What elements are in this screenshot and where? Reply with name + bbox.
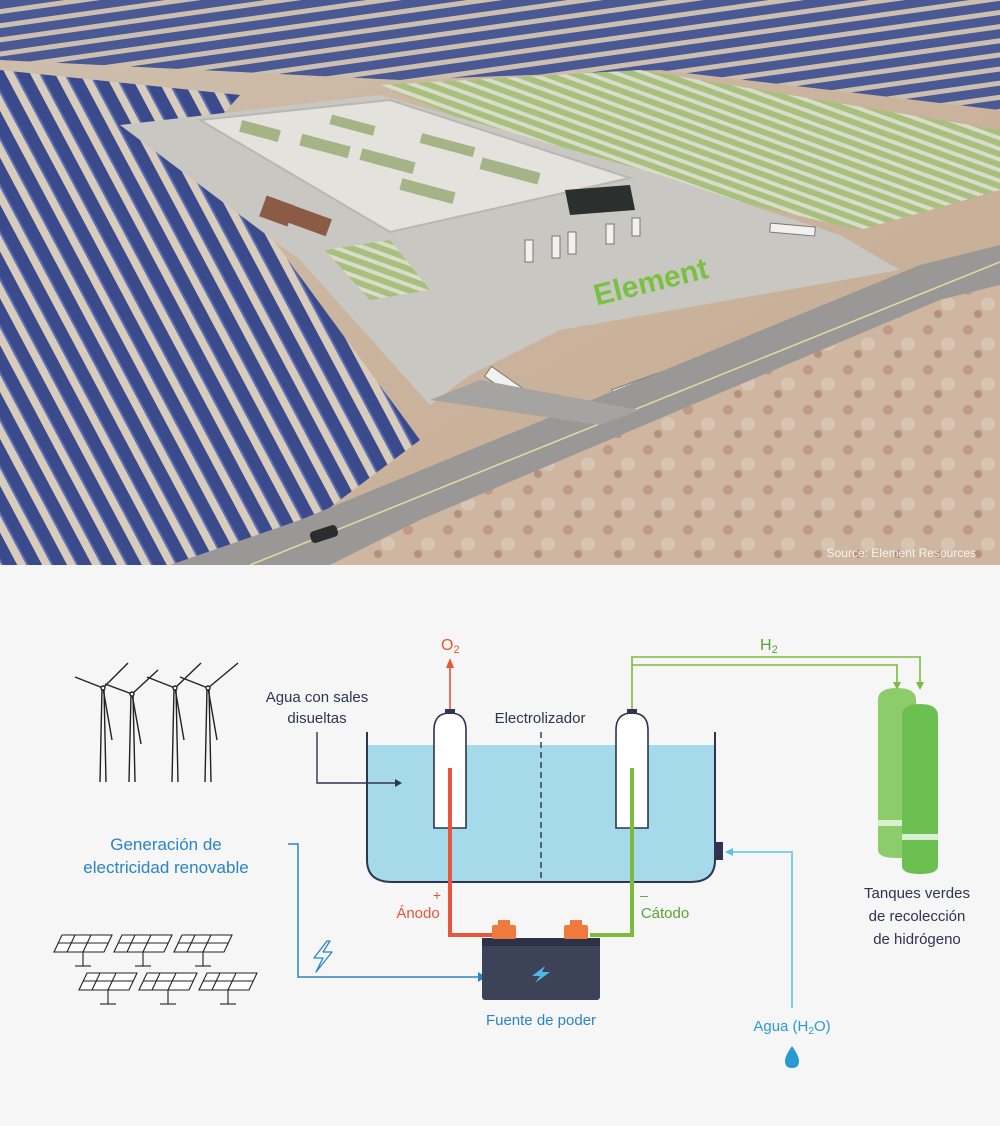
water-label: Agua (H2O) (753, 1018, 830, 1037)
hydrogen-label: H2 (760, 637, 778, 656)
cathode-sign: – (640, 887, 648, 903)
tanks-label-line3: de hidrógeno (873, 931, 961, 948)
renewable-generation-label-line1: Generación de (110, 835, 222, 854)
water-inlet-line (732, 851, 793, 1008)
solar-panels-icon (53, 934, 258, 1005)
electrolysis-diagram: Generación de electricidad renovable Ele… (0, 565, 1000, 1126)
anode-wire (448, 768, 492, 937)
aerial-render-photo: Element Source: Element Resources (0, 0, 1000, 565)
saltwater-label-line2: disueltas (287, 710, 346, 727)
tanks-label-line2: de recolección (869, 908, 966, 925)
water-drop-icon (785, 1046, 799, 1068)
oxygen-label: O2 (441, 637, 460, 656)
tanks-label-line1: Tanques verdes (864, 885, 970, 902)
anode-label: Ánodo (396, 905, 439, 922)
hydrogen-tanks-icon (878, 688, 938, 874)
saltwater-pointer-arrow (316, 732, 395, 784)
cathode-label: Cátodo (641, 905, 689, 922)
electrolyzer-tank (366, 732, 723, 883)
anode-sign: + (433, 887, 441, 903)
electrolyzer-label: Electrolizador (495, 710, 586, 727)
lightning-bolt-icon (313, 940, 333, 973)
cathode-wire (590, 768, 634, 937)
hydrogen-line (631, 656, 921, 709)
power-source-label: Fuente de poder (486, 1012, 596, 1029)
wind-turbines-icon (74, 662, 239, 783)
renewable-power-line (288, 843, 478, 978)
renewable-generation-label-line2: electricidad renovable (83, 858, 248, 877)
battery-icon (482, 920, 600, 1000)
source-credit: Source: Element Resources (827, 546, 976, 560)
saltwater-label-line1: Agua con sales (266, 689, 369, 706)
